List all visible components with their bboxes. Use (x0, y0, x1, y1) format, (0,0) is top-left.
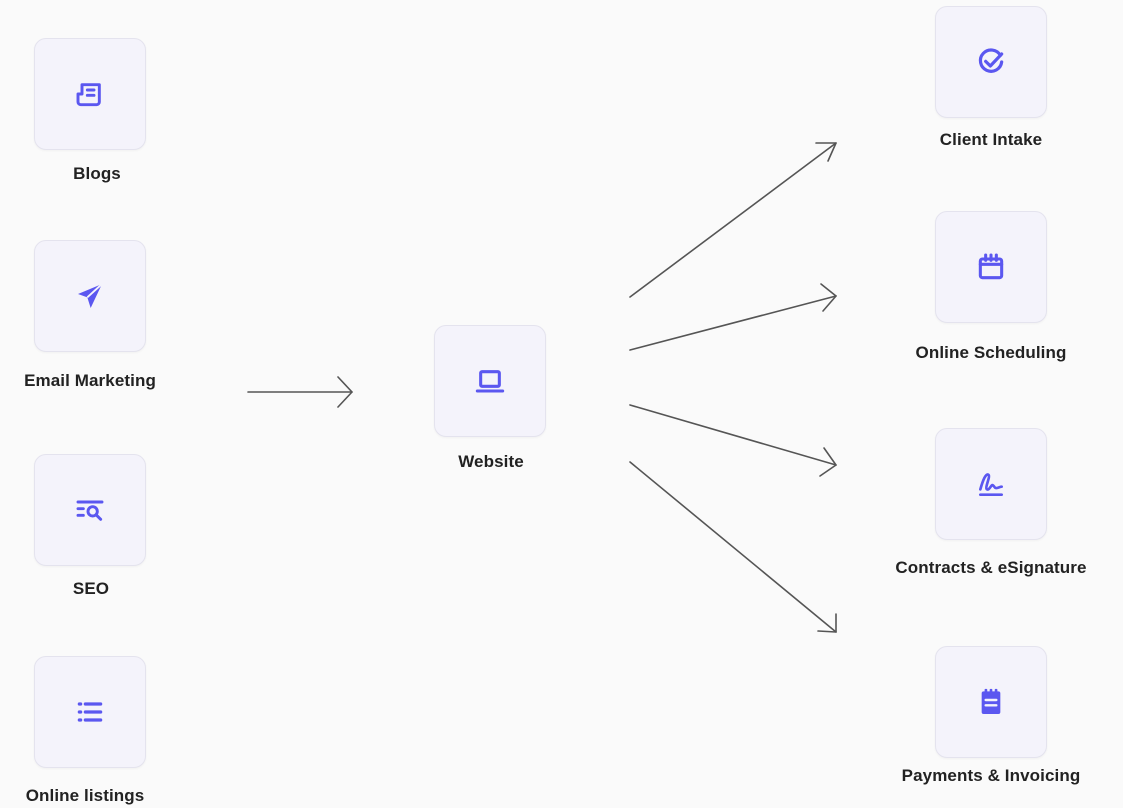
signature-icon (979, 473, 1003, 496)
online-scheduling-label: Online Scheduling (915, 343, 1067, 362)
seo-card (34, 454, 146, 566)
email-marketing-label: Email Marketing (24, 371, 156, 390)
arrow-website-to-contracts (629, 404, 837, 477)
paper-plane-icon (78, 283, 103, 308)
seo-label: SEO (72, 579, 110, 598)
arrow-website-to-online-scheduling (629, 283, 837, 351)
blogs-label: Blogs (73, 164, 121, 183)
invoice-icon (981, 688, 1001, 714)
client-intake-label: Client Intake (939, 130, 1043, 149)
check-circle-icon (978, 48, 1004, 73)
arrow-website-to-payments (629, 461, 837, 633)
arrow-sources-to-website (247, 376, 353, 408)
search-list-icon (76, 500, 104, 521)
arrow-website-to-client-intake (629, 142, 837, 298)
list-icon (77, 702, 103, 722)
online-listings-label: Online listings (25, 786, 145, 805)
website-label: Website (458, 452, 524, 471)
newspaper-icon (76, 83, 101, 107)
payments-label: Payments & Invoicing (901, 766, 1081, 785)
blogs-card (34, 38, 146, 150)
website-card (434, 325, 546, 437)
contracts-card (935, 428, 1047, 540)
contracts-label: Contracts & eSignature (895, 558, 1087, 577)
client-intake-card (935, 6, 1047, 118)
laptop-icon (475, 370, 505, 393)
email-marketing-card (34, 240, 146, 352)
calendar-icon (978, 253, 1004, 280)
payments-card (935, 646, 1047, 758)
online-scheduling-card (935, 211, 1047, 323)
online-listings-card (34, 656, 146, 768)
